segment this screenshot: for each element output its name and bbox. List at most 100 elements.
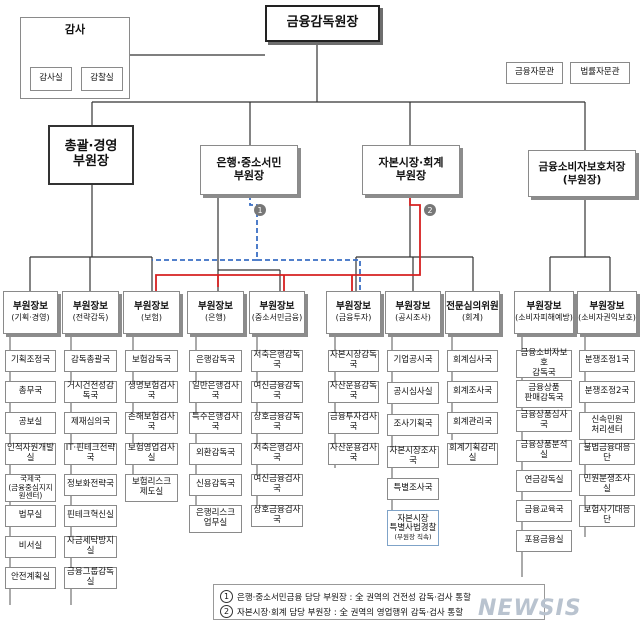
governor-title: 금융감독원장 [286,15,359,31]
deputy-box[interactable]: 부원장보(기획·경영) [3,291,58,334]
deputy-box[interactable]: 부원장보(전략감독) [62,291,119,334]
department-box[interactable]: 금융상품심사국 [516,410,572,432]
department-box[interactable]: 자본시장감독국 [328,350,379,372]
audit-unit[interactable]: 감찰실 [81,67,123,91]
governor-box[interactable]: 금융감독원장 [265,5,380,42]
department-label: 회계관리국 [452,417,493,428]
department-label: 여신금융검사국 [253,474,301,494]
advisor-box[interactable]: 법률자문관 [570,62,630,84]
department-box[interactable]: 공보실 [5,412,56,434]
department-box[interactable]: 금융교육국 [516,500,572,522]
department-box[interactable]: 포용금융실 [516,530,572,552]
department-box[interactable]: IT·핀테크전략국 [64,443,117,465]
legend-text: 은행·중소서민금융 담당 부원장 : 全 권역의 건전성 감독·검사 통할 [237,592,471,603]
vice-head-mgmt[interactable]: 총괄·경영 부원장 [48,125,134,185]
department-box[interactable]: 금융그룹감독실 [64,567,117,589]
department-box[interactable]: 손해보험검사국 [125,412,178,434]
audit-unit[interactable]: 감사실 [30,67,72,91]
deputy-portfolio: (금융투자) [335,313,372,323]
department-label: 인적자원개발실 [7,443,54,463]
department-label: 저축은행감독국 [253,350,301,370]
department-box[interactable]: 기업공시국 [387,350,439,372]
department-box[interactable]: 핀테크혁신실 [64,505,117,527]
deputy-box[interactable]: 부원장보(금융투자) [326,291,381,334]
department-label: 거시건전성감독국 [67,381,114,401]
legend-text: 자본시장·회계 담당 부원장 : 全 권역의 영업행위 감독·검사 통할 [237,607,464,618]
department-box[interactable]: 법무실 [5,505,56,527]
department-box[interactable]: 민원분쟁조사실 [579,474,635,496]
department-box[interactable]: 인적자원개발실 [5,443,56,465]
department-label: 분쟁조정1국 [584,355,630,366]
deputy-box[interactable]: 부원장보(공시조사) [385,291,441,334]
department-box[interactable]: 금융상품분석실 [516,440,572,462]
department-box[interactable]: 회계심사국 [447,350,498,372]
department-box[interactable]: 금융상품 판매감독국 [516,380,572,408]
department-box[interactable]: 저축은행감독국 [251,350,303,372]
department-box[interactable]: 신속민원 처리센터 [579,412,635,440]
department-box[interactable]: 분쟁조정1국 [579,350,635,372]
advisor-box[interactable]: 금융자문관 [506,62,563,84]
deputy-box[interactable]: 전문심의위원(회계) [445,291,500,334]
department-box[interactable]: 기획조정국 [5,350,56,372]
department-box[interactable]: 연금감독실 [516,470,572,492]
department-box[interactable]: 외환감독국 [189,443,242,465]
deputy-box[interactable]: 부원장보(중소서민금융) [249,291,305,334]
department-box[interactable]: 안전계획실 [5,567,56,589]
department-box[interactable]: 특별조사국 [387,478,439,500]
department-box[interactable]: 상호금융검사국 [251,505,303,527]
department-label: 상호금융검사국 [253,505,301,525]
department-label: 조사기획국 [393,419,433,430]
deputy-title: 부원장보 [259,301,295,313]
deputy-box[interactable]: 부원장보(소비자권익보호) [577,291,637,334]
department-box[interactable]: 비서실 [5,536,56,558]
department-box[interactable]: 보험사기대응단 [579,505,635,527]
department-box[interactable]: 신용감독국 [189,474,242,496]
department-box[interactable]: 공시심사실 [387,382,439,404]
deputy-box[interactable]: 부원장보(소비자피해예방) [514,291,574,334]
legend-number: 1 [220,590,233,603]
department-box[interactable]: 분쟁조정2국 [579,381,635,403]
department-box[interactable]: 불법금융대응단 [579,443,635,465]
department-box[interactable]: 감독총괄국 [64,350,117,372]
department-box[interactable]: 자산운용검사국 [328,443,379,465]
department-box[interactable]: 여신금융검사국 [251,474,303,496]
department-box[interactable]: 자본시장 특별사법경찰(부원장 직속) [387,510,439,546]
department-box[interactable]: 회계기획감리실 [447,443,498,465]
department-label: 금융교육국 [524,505,564,516]
deputy-box[interactable]: 부원장보(은행) [187,291,244,334]
vice-head-consumer[interactable]: 금융소비자보호처장 (부원장) [528,150,636,197]
vice-head-bank[interactable]: 은행·중소서민 부원장 [200,145,298,195]
deputy-box[interactable]: 부원장보(보험) [123,291,180,334]
audit-title: 감사 [64,23,86,36]
deputy-title: 부원장보 [13,301,48,313]
department-box[interactable]: 생명보험검사국 [125,381,178,403]
department-label: 외환감독국 [195,448,236,459]
department-box[interactable]: 일반은행검사국 [189,381,242,403]
department-box[interactable]: 총무국 [5,381,56,403]
department-box[interactable]: 은행감독국 [189,350,242,372]
department-box[interactable]: 보험리스크 제도실 [125,474,178,502]
department-box[interactable]: 상호금융감독국 [251,412,303,434]
department-box[interactable]: 정보화전략국 [64,474,117,496]
department-box[interactable]: 국제국 (금융중심지지원센터) [5,474,56,502]
department-box[interactable]: 저축은행검사국 [251,443,303,465]
department-box[interactable]: 특수은행검사국 [189,412,242,434]
department-box[interactable]: 자본시장조사국 [387,446,439,468]
department-box[interactable]: 은행리스크 업무실 [189,505,242,533]
department-box[interactable]: 제재심의국 [64,412,117,434]
department-box[interactable]: 자산운용감독국 [328,381,379,403]
department-label: 공시심사실 [393,387,433,398]
department-box[interactable]: 조사기획국 [387,414,439,436]
department-label: 회계기획감리실 [449,443,496,463]
vice-head-capital[interactable]: 자본시장·회계 부원장 [362,145,460,195]
department-box[interactable]: 여신금융감독국 [251,381,303,403]
department-box[interactable]: 금융소비자보호 감독국 [516,348,572,378]
department-box[interactable]: 보험영업검사실 [125,443,178,465]
department-box[interactable]: 금융투자검사국 [328,412,379,434]
department-label: 금융소비자보호 감독국 [520,348,568,378]
department-box[interactable]: 보험감독국 [125,350,178,372]
department-box[interactable]: 자금세탁방지실 [64,536,117,558]
department-box[interactable]: 회계조사국 [447,381,498,403]
department-box[interactable]: 거시건전성감독국 [64,381,117,403]
department-box[interactable]: 회계관리국 [447,412,498,434]
